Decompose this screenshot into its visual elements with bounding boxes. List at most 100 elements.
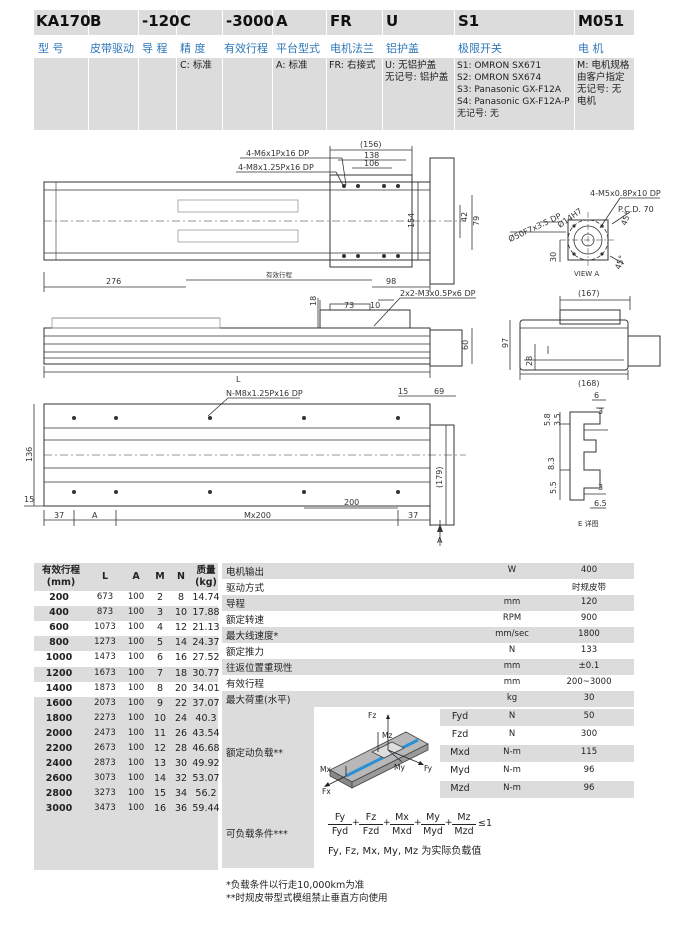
divider (326, 58, 327, 130)
cell-N: 12 (174, 622, 188, 634)
spec-unit: W (507, 565, 517, 575)
cell-mass: 59.44 (192, 803, 220, 815)
cell-M: 8 (156, 682, 164, 694)
cell-N: 18 (174, 667, 188, 679)
spec-value: 1800 (578, 629, 600, 639)
formula-denominator: Mzd (454, 826, 474, 837)
left-table-header (34, 563, 218, 591)
cell-M: 11 (153, 727, 167, 739)
cell-M: 4 (156, 622, 164, 634)
cell-M: 3 (156, 607, 164, 619)
divider (574, 58, 575, 130)
divider (326, 10, 327, 35)
plus-sign: + (414, 818, 422, 828)
rated-load-name: Myd (450, 765, 470, 776)
cell-A: 100 (127, 773, 145, 784)
left-table-footer (34, 818, 218, 870)
cell-M: 7 (156, 667, 164, 679)
tap-m3: 2x2-M3x0.5Px6 DP (400, 289, 476, 298)
formula-numerator: Mx (390, 812, 414, 825)
stroke-label: 有效行程 (266, 270, 293, 279)
pcd: P.C.D. 70 (618, 205, 654, 214)
cell-A: 100 (127, 637, 145, 648)
spec-name: 电机输出 (226, 567, 265, 578)
detail-dim-6-5: 6.5 (594, 499, 607, 508)
dim-73: 73 (344, 301, 354, 310)
formula-denominator: Mxd (392, 826, 412, 837)
spec-unit: N (508, 645, 516, 655)
cell-N: 16 (174, 652, 188, 664)
formula-note: Fy, Fz, Mx, My, Mz 为实际负载值 (328, 846, 482, 857)
formula-numerator: Fy (328, 812, 352, 825)
cell-A: 100 (127, 607, 145, 618)
header-M: M (155, 571, 165, 582)
spec-name: 往返位置重现性 (226, 663, 293, 674)
plus-sign: + (383, 818, 391, 828)
dim-42: 42 (460, 212, 469, 222)
cell-N: 34 (174, 788, 188, 800)
spec-value: 400 (580, 565, 598, 575)
detail-dim-6: 6 (594, 391, 599, 400)
divider (272, 58, 273, 130)
rated-load-name: Mzd (450, 783, 470, 794)
detail-e-title: E 详图 (578, 519, 599, 528)
rated-load-unit: N-m (503, 765, 521, 775)
cell-L: 2073 (94, 697, 116, 708)
cell-M: 9 (156, 697, 164, 709)
cell-mass: 17.88 (192, 607, 220, 619)
plus-sign: + (352, 818, 360, 828)
axis-my: My (394, 763, 405, 772)
axis-fz: Fz (368, 711, 376, 720)
divider (454, 10, 455, 35)
spec-name: 最大荷重(水平) (226, 695, 291, 706)
spec-name: 最大线速度* (226, 631, 279, 642)
header-A: A (132, 571, 140, 582)
spec-row: 电机输出 W 400 (222, 563, 634, 579)
header-stroke: 有效行程 (mm) (41, 565, 80, 588)
header-L: L (101, 571, 109, 582)
cell-mass: 21.13 (192, 622, 220, 634)
cell-A: 100 (127, 697, 145, 708)
code-lead: -120 (142, 12, 180, 30)
spec-value: 900 (580, 613, 598, 623)
cell-mass: 40.3 (195, 712, 217, 724)
cell-N: 20 (174, 682, 188, 694)
cell-stroke: 2000 (45, 727, 73, 739)
footnote-1: *负载条件以行走10,000km为准 (226, 880, 365, 891)
divider (88, 58, 89, 130)
dim-168: (168) (578, 379, 600, 388)
dim-18: 18 (309, 296, 318, 306)
detail-dim-3: 3 (598, 407, 603, 416)
spec-name: 导程 (226, 599, 246, 610)
cell-A: 100 (127, 743, 145, 753)
bore-50: Ø50F7x3.5 DP (507, 211, 563, 244)
code-motor: M051 (578, 12, 625, 30)
divider (176, 10, 177, 35)
dim-69: 69 (434, 387, 444, 396)
spec-unit: kg (506, 693, 518, 703)
cell-stroke: 1200 (45, 667, 73, 679)
plus-sign: + (445, 818, 453, 828)
formula-denominator: Myd (423, 826, 443, 837)
divider (138, 58, 139, 130)
cell-stroke: 400 (49, 607, 69, 619)
load-axes-diagram: Fz Mz Mx My Fy Fx (320, 711, 433, 796)
label-lead: 导 程 (142, 42, 168, 55)
spec-name: 额定推力 (226, 647, 265, 658)
allowable-label: 可负载条件*** (226, 829, 288, 840)
spec-value: ±0.1 (578, 661, 600, 671)
